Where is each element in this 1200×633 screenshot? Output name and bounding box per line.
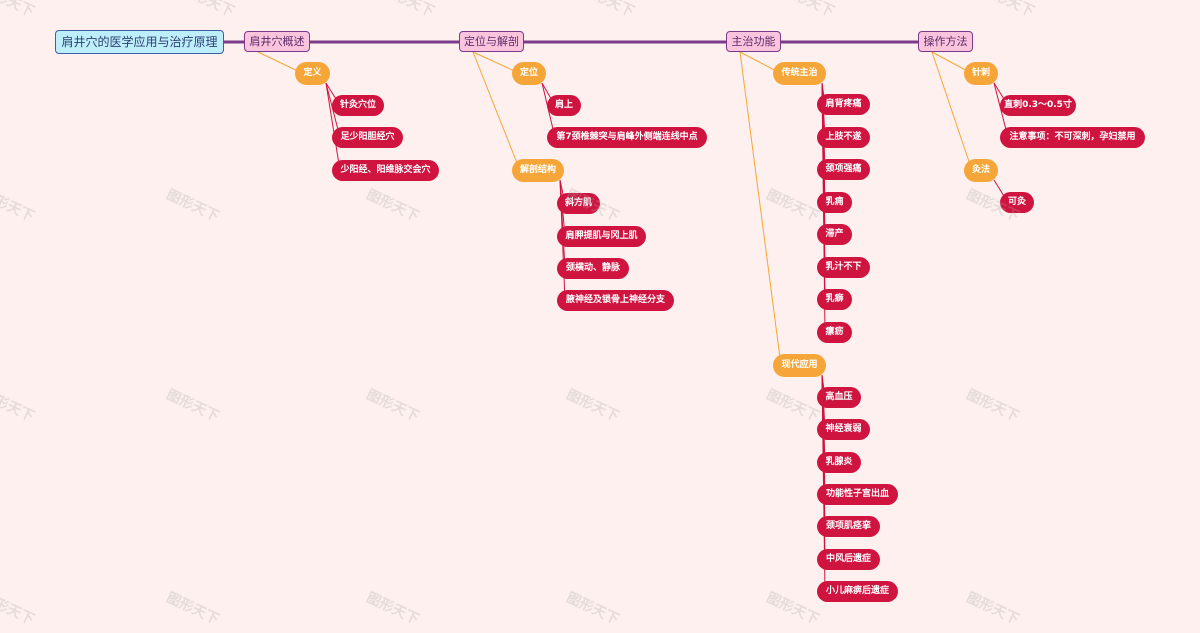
branch-0-sub-0-leaf-2-line — [325, 82, 341, 171]
branch-0-sub-0-leaf-0[interactable]: 针灸穴位 — [332, 95, 384, 116]
node-label: 足少阳胆经穴 — [340, 132, 395, 142]
branch-2-sub-1-leaf-6[interactable]: 小儿麻痹后遗症 — [817, 581, 898, 602]
node-label: 神经衰弱 — [825, 424, 862, 434]
node-label: 操作方法 — [923, 35, 968, 48]
branch-3-sub-1-leaf-0[interactable]: 可灸 — [1000, 192, 1034, 213]
branch-1-sub-1-leaf-1[interactable]: 肩胛提肌与冈上肌 — [557, 226, 646, 247]
node-label: 现代应用 — [781, 360, 818, 370]
branch-2-sub-1-leaf-3[interactable]: 功能性子宫出血 — [817, 484, 898, 505]
branch-1-sub-0-leaf-1[interactable]: 第7颈椎棘突与肩峰外侧端连线中点 — [547, 127, 707, 148]
node-label: 少阳经、阳维脉交会穴 — [340, 165, 431, 175]
node-label: 颈项肌痉挛 — [825, 521, 871, 531]
node-label: 第7颈椎棘突与肩峰外侧端连线中点 — [556, 132, 698, 142]
branch-2-sub-0-leaf-1[interactable]: 上肢不遂 — [817, 127, 870, 148]
branch-2-sub-1-leaf-4[interactable]: 颈项肌痉挛 — [817, 516, 880, 537]
branch-3-sub-1[interactable]: 灸法 — [964, 159, 998, 182]
node-label: 定义 — [303, 68, 322, 78]
node-label: 斜方肌 — [565, 198, 593, 208]
branch-2-sub-0-leaf-4[interactable]: 滞产 — [817, 224, 852, 245]
branch-3-sub-0[interactable]: 针刺 — [964, 62, 998, 85]
branch-2-sub-1-leaf-0[interactable]: 高血压 — [817, 387, 861, 408]
branch-0-sub-0-leaf-2[interactable]: 少阳经、阳维脉交会穴 — [332, 160, 439, 181]
node-label: 肩上 — [555, 100, 574, 110]
node-label: 腋神经及锁骨上神经分支 — [565, 295, 665, 305]
branch-2-sub-0-leaf-6[interactable]: 乳癖 — [817, 289, 852, 310]
branch-0-sub-0[interactable]: 定义 — [295, 62, 330, 85]
branch-3-sub-1-line — [931, 51, 973, 171]
node-label: 上肢不遂 — [825, 132, 862, 142]
node-label: 颈横动、静脉 — [565, 263, 620, 273]
branch-3-sub-0-leaf-0[interactable]: 直刺0.3～0.5寸 — [1000, 95, 1076, 116]
branch-2-sub-0-leaf-3[interactable]: 乳痈 — [817, 192, 852, 213]
node-label: 肩胛提肌与冈上肌 — [565, 231, 638, 241]
branch-3[interactable]: 操作方法 — [918, 31, 973, 52]
branch-2-sub-1-leaf-1[interactable]: 神经衰弱 — [817, 419, 870, 440]
branch-0-sub-0-leaf-1[interactable]: 足少阳胆经穴 — [332, 127, 403, 148]
branch-2-sub-1[interactable]: 现代应用 — [773, 354, 826, 377]
node-label: 定位 — [520, 68, 539, 78]
node-label: 肩井穴概述 — [249, 35, 305, 48]
node-label: 乳癖 — [825, 294, 844, 304]
branch-1-sub-0-leaf-0[interactable]: 肩上 — [547, 95, 581, 116]
node-label: 颈项强痛 — [825, 164, 862, 174]
node-label: 滞产 — [825, 229, 844, 239]
node-label: 小儿麻痹后遗症 — [825, 586, 889, 596]
branch-2-sub-0-leaf-7[interactable]: 瘰疬 — [817, 322, 852, 343]
branch-2[interactable]: 主治功能 — [726, 31, 781, 52]
node-label: 高血压 — [825, 392, 853, 402]
node-label: 乳腺炎 — [825, 457, 853, 467]
branch-0[interactable]: 肩井穴概述 — [244, 31, 310, 52]
branch-1-sub-1[interactable]: 解剖结构 — [512, 159, 564, 182]
root-topic[interactable]: 肩井穴的医学应用与治疗原理 — [55, 30, 224, 54]
node-label: 肩井穴的医学应用与治疗原理 — [61, 35, 218, 49]
node-label: 定位与解剖 — [464, 35, 519, 48]
node-label: 灸法 — [972, 165, 991, 175]
node-label: 主治功能 — [731, 35, 776, 48]
branch-2-sub-0-leaf-2[interactable]: 颈项强痛 — [817, 159, 870, 180]
node-label: 传统主治 — [781, 68, 818, 78]
branch-1-sub-0[interactable]: 定位 — [512, 62, 546, 85]
branch-1-sub-1-leaf-3[interactable]: 腋神经及锁骨上神经分支 — [557, 290, 674, 311]
node-label: 注意事项：不可深刺，孕妇禁用 — [1009, 132, 1136, 142]
node-label: 瘰疬 — [825, 327, 844, 337]
branch-1-sub-1-leaf-0[interactable]: 斜方肌 — [557, 193, 600, 214]
node-label: 功能性子宫出血 — [825, 489, 889, 499]
node-label: 可灸 — [1008, 197, 1027, 207]
branch-3-sub-0-leaf-1[interactable]: 注意事项：不可深刺，孕妇禁用 — [1000, 127, 1145, 148]
branch-2-sub-0-leaf-0[interactable]: 肩背疼痛 — [817, 94, 870, 115]
node-label: 直刺0.3～0.5寸 — [1004, 100, 1072, 110]
node-label: 肩背疼痛 — [825, 99, 862, 109]
node-label: 针灸穴位 — [340, 100, 377, 110]
branch-2-sub-1-leaf-2[interactable]: 乳腺炎 — [817, 452, 861, 473]
branch-2-sub-0[interactable]: 传统主治 — [773, 62, 826, 85]
node-label: 中风后遗症 — [825, 554, 871, 564]
node-label: 针刺 — [972, 68, 991, 78]
branch-2-sub-1-leaf-5[interactable]: 中风后遗症 — [817, 549, 880, 570]
branch-1[interactable]: 定位与解剖 — [459, 31, 524, 52]
branch-2-sub-0-leaf-5[interactable]: 乳汁不下 — [817, 257, 870, 278]
branch-1-sub-1-leaf-2[interactable]: 颈横动、静脉 — [557, 258, 629, 279]
branch-1-sub-1-line — [472, 51, 521, 171]
node-label: 乳痈 — [825, 197, 844, 207]
node-label: 乳汁不下 — [825, 262, 862, 272]
branch-2-sub-1-line — [739, 51, 782, 366]
node-label: 解剖结构 — [520, 165, 557, 175]
